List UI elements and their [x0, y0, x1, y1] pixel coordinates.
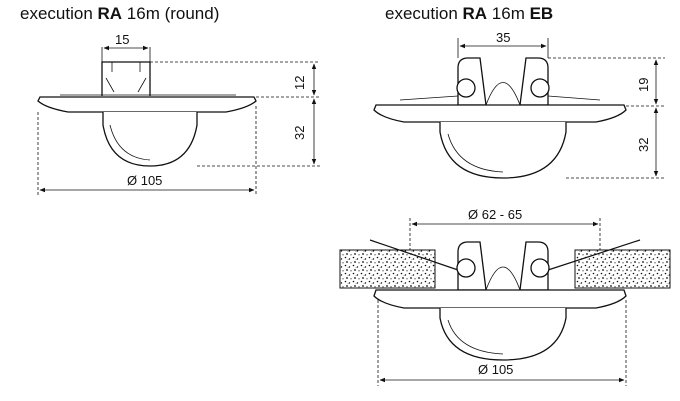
title-round-execution: execution RA 16m (round) [20, 4, 219, 24]
dim-cutout: Ø 62 - 65 [468, 207, 522, 222]
title-right-bold: RA [462, 4, 488, 23]
top-stub [101, 61, 151, 96]
dim-eb-top-height: 19 [636, 78, 651, 92]
dim-left-diameter: Ø 105 [127, 173, 162, 188]
flange-installed [373, 289, 627, 309]
dim-eb-dome-height: 32 [636, 138, 651, 152]
dome-installed-inner [447, 319, 504, 355]
stub-detail [105, 62, 147, 93]
dim-eb-top-width: 35 [496, 30, 510, 45]
spring-coil-right [530, 78, 550, 98]
dome-eb [439, 122, 567, 179]
spring-coil-left [456, 78, 476, 98]
dome-installed [439, 308, 567, 361]
coil-left-installed [456, 258, 476, 278]
spring-arms [399, 95, 601, 101]
ceiling-left [339, 249, 436, 289]
dome-inner [109, 124, 151, 161]
dome [102, 112, 198, 167]
drawing-round: 15 12 32 Ø 105 [37, 32, 320, 196]
flange [37, 96, 257, 113]
dim-eb-diameter: Ø 105 [478, 362, 513, 377]
dim-left-dome-height: 32 [292, 126, 307, 140]
title-left-bold: RA [97, 4, 123, 23]
dim-left-top-width: 15 [115, 32, 129, 47]
title-left-prefix: execution [20, 4, 98, 23]
title-left-suffix: 16m (round) [122, 4, 220, 23]
spring-arms-installed [369, 239, 641, 271]
center-arch [485, 82, 521, 106]
title-right-suffix: 16m [487, 4, 530, 23]
title-right-bold2: EB [529, 4, 554, 23]
dome-eb-inner [447, 133, 504, 173]
title-eb-execution: execution RA 16m EB [385, 4, 553, 24]
drawing-eb-top: 35 19 32 [373, 30, 665, 179]
flange-eb [373, 104, 627, 123]
coil-right-installed [530, 258, 550, 278]
ceiling-right [574, 249, 671, 289]
drawing-eb-installed: Ø 62 - 65 Ø 105 [339, 207, 671, 386]
center-arch-installed [485, 266, 521, 291]
dim-left-top-height: 12 [292, 76, 307, 90]
title-right-prefix: execution [385, 4, 463, 23]
